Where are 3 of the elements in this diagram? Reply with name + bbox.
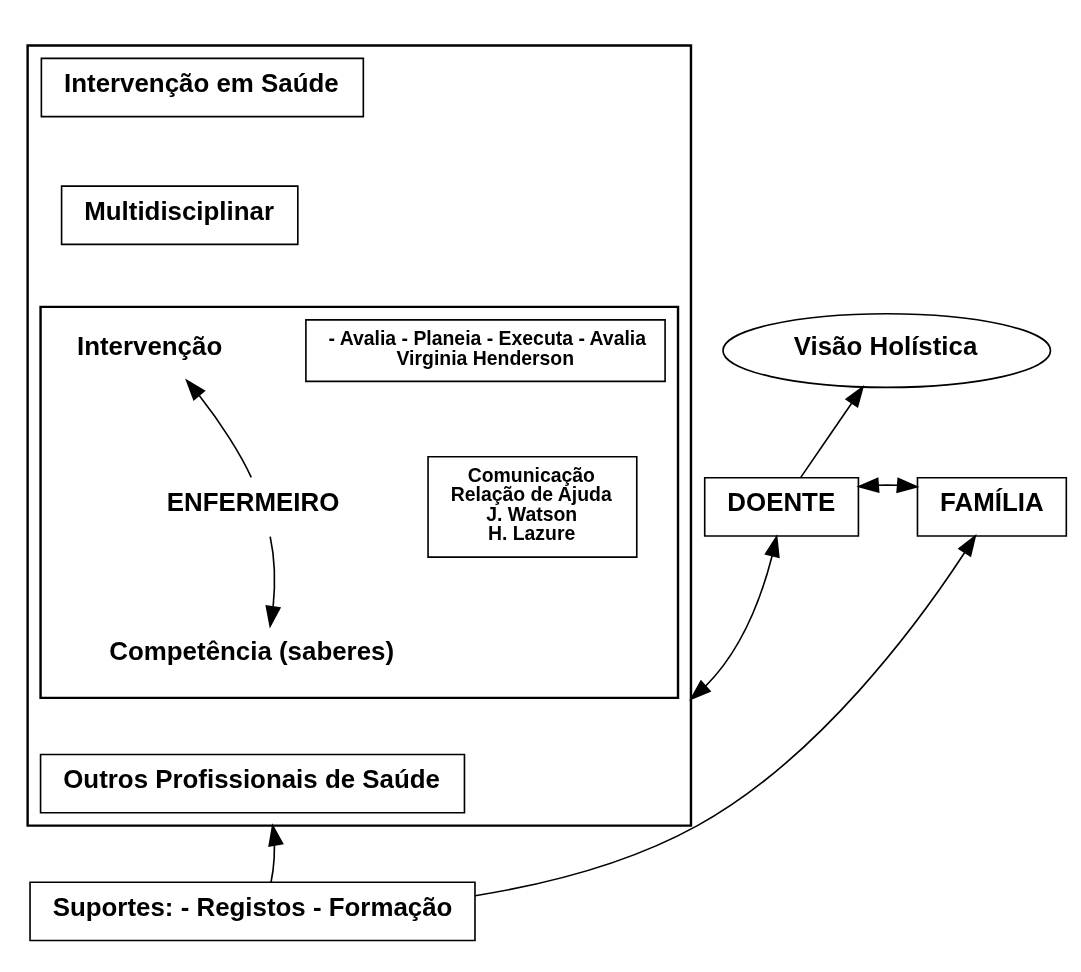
node-text: Competência (saberes) [109,636,395,665]
node-text: Intervenção [76,331,223,360]
node-text: ENFERMEIRO [166,487,340,516]
